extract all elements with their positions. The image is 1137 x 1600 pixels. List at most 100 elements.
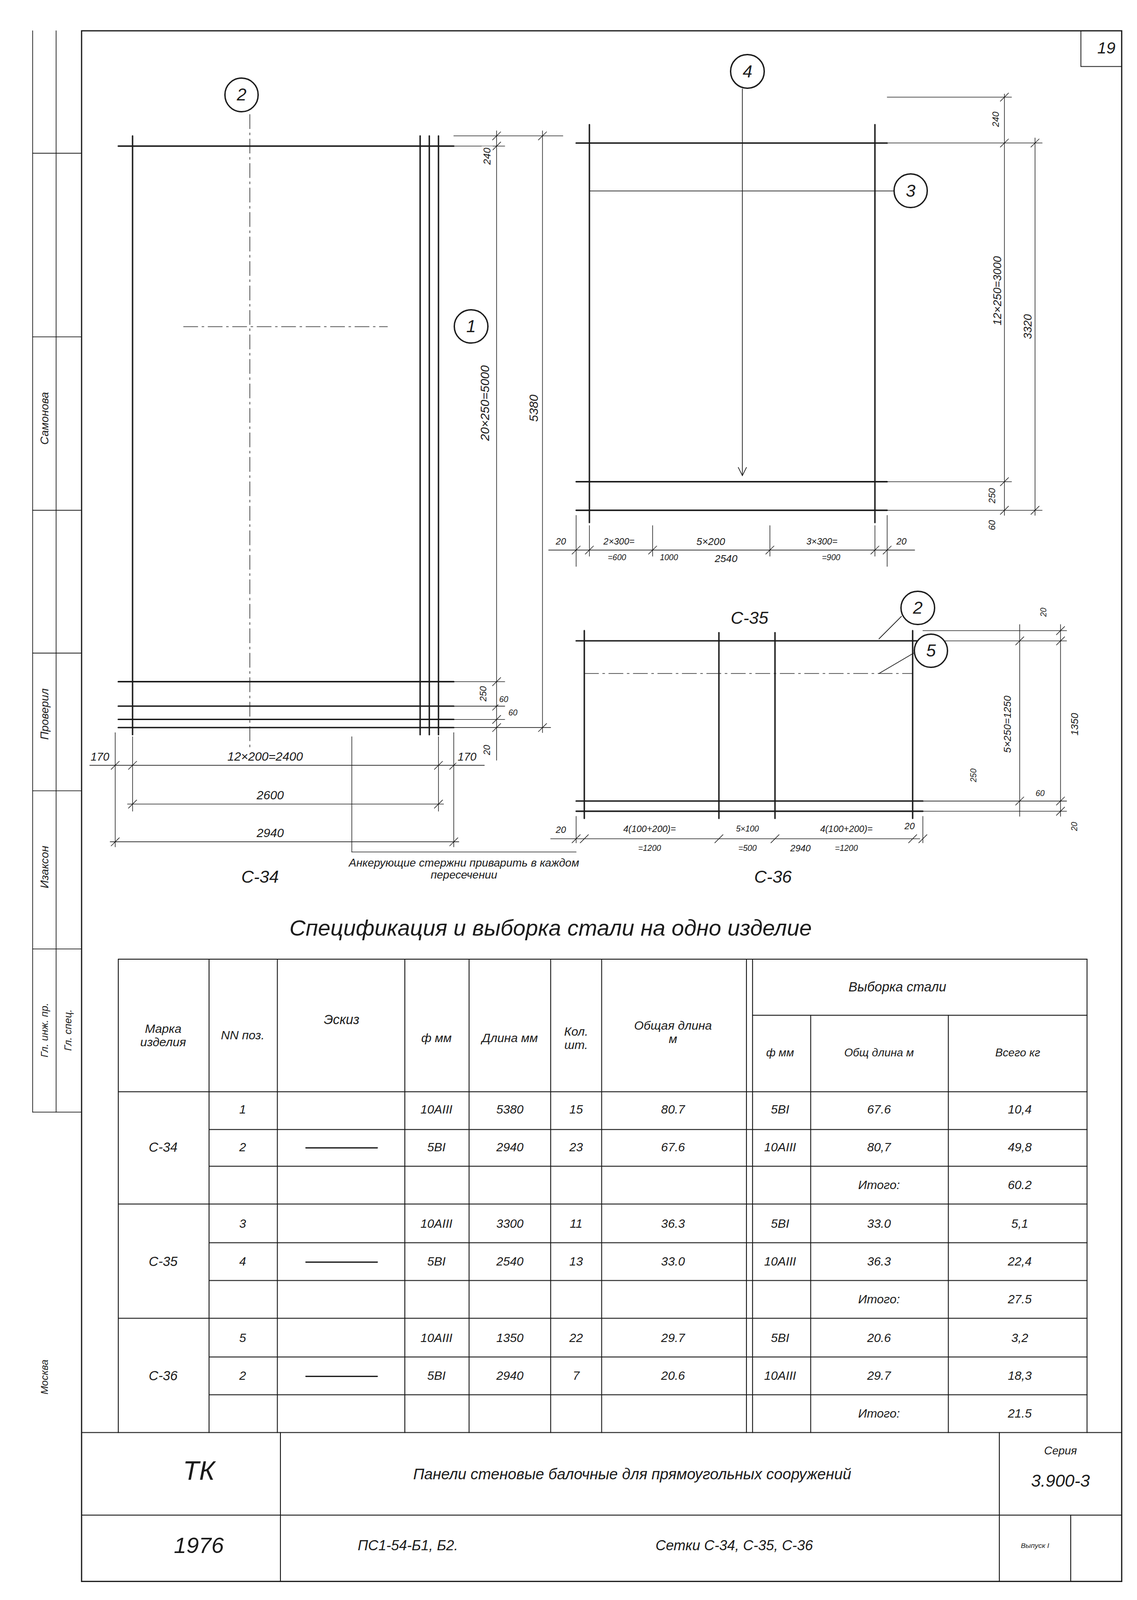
dimension-text: 5×250=1250 xyxy=(1002,693,1014,754)
table-cell: С-35 xyxy=(147,1253,179,1269)
table-header: Длина мм xyxy=(475,1031,544,1045)
mesh-mark: С-36 xyxy=(752,867,794,887)
dimension-text: 170 xyxy=(456,750,479,764)
table-cell: 1 xyxy=(238,1102,248,1117)
dimension-text: =1200 xyxy=(833,844,860,853)
dimension-text: 20 xyxy=(903,821,916,832)
table-cell: 5ВI xyxy=(769,1331,791,1345)
table-cell: 49,8 xyxy=(1006,1140,1033,1155)
callout-circle: 4 xyxy=(729,53,765,89)
table-cell: 5ВI xyxy=(425,1369,448,1383)
table-cell: 2940 xyxy=(495,1140,525,1155)
dimension-text: 60 xyxy=(987,518,998,532)
dimension-text: =1200 xyxy=(636,844,663,853)
callout-number: 2 xyxy=(912,597,923,618)
sheet-number: 19 xyxy=(1096,39,1117,58)
table-cell: 1350 xyxy=(495,1331,525,1345)
table-cell: 7 xyxy=(571,1369,582,1383)
dimension-text: 250 xyxy=(987,486,998,505)
table-cell: 11 xyxy=(568,1217,584,1231)
dimension-text: 2940 xyxy=(788,843,812,854)
callout-circle: 2 xyxy=(224,77,259,112)
table-cell: 20.6 xyxy=(659,1369,687,1383)
dimension-text: 20 xyxy=(554,536,568,547)
dimension-text: 250 xyxy=(969,766,979,784)
table-cell: 5ВI xyxy=(425,1254,448,1269)
table-cell: 2540 xyxy=(495,1254,525,1269)
dimension-text: 60 xyxy=(1034,788,1047,798)
dimension-text: 4(100+200)= xyxy=(622,823,678,834)
stamp-text: Гл. инж. пр. xyxy=(39,1001,51,1059)
dimension-text: 20 xyxy=(554,825,568,836)
dimension-text: 20 xyxy=(482,742,493,756)
stamp-text: Изаксон xyxy=(38,844,52,890)
table-header: Выборка стали xyxy=(847,979,948,995)
table-cell: 4 xyxy=(238,1254,248,1269)
dimension-text: 60 xyxy=(497,694,510,704)
table-cell: 36.3 xyxy=(865,1254,893,1269)
dimension-text: =600 xyxy=(606,553,628,562)
table-heading: Спецификация и выборка стали на одно изд… xyxy=(288,915,814,941)
table-cell: 80,7 xyxy=(865,1140,893,1155)
dimension-text: 250 xyxy=(478,684,489,703)
table-cell: 5ВI xyxy=(769,1102,791,1117)
dimension-text: 2600 xyxy=(255,788,286,803)
table-header: NN поз. xyxy=(212,1028,273,1042)
table-header: Общ длина м xyxy=(826,1046,932,1059)
callout-number: 5 xyxy=(926,640,936,661)
dimension-text: 240 xyxy=(481,145,493,166)
table-header: Марка изделия xyxy=(120,1021,207,1049)
title-block-text: Сетки С-34, С-35, С-36 xyxy=(654,1537,815,1553)
table-cell: 27.5 xyxy=(1006,1292,1033,1306)
table-cell: 67.6 xyxy=(659,1140,687,1155)
dimension-text: 5×200 xyxy=(694,536,727,548)
table-header: Кол. шт. xyxy=(552,1024,600,1052)
title-block-text: Серия xyxy=(1042,1443,1079,1457)
table-cell: 10,4 xyxy=(1006,1102,1033,1117)
stamp-text: Самонова xyxy=(38,390,52,446)
dimension-text: =500 xyxy=(736,844,758,853)
table-cell: 10АIII xyxy=(419,1102,454,1117)
title-block-text: 1976 xyxy=(172,1532,226,1558)
table-cell: С-34 xyxy=(147,1139,179,1155)
title-block-text: Панели стеновые балочные для прямоугольн… xyxy=(325,1464,940,1482)
table-cell: 10АIII xyxy=(762,1254,798,1269)
callout-number: 2 xyxy=(236,84,247,105)
table-cell: Итого: xyxy=(856,1406,902,1420)
dimension-text: =900 xyxy=(820,553,842,562)
title-block-text: ТК xyxy=(181,1455,216,1485)
table-cell: 2940 xyxy=(495,1369,525,1383)
callout-number: 3 xyxy=(905,180,916,201)
stamp-text: Гл. спец. xyxy=(62,1007,74,1052)
table-cell: 2 xyxy=(238,1140,248,1155)
table-cell: 5 xyxy=(238,1331,248,1345)
table-cell: 60.2 xyxy=(1006,1177,1033,1192)
table-cell: 18,3 xyxy=(1006,1369,1033,1383)
dimension-text: 20×250=5000 xyxy=(478,363,492,443)
dimension-text: 1000 xyxy=(658,553,680,562)
table-cell: 10АIII xyxy=(762,1140,798,1155)
dimension-text: 20 xyxy=(1039,606,1049,619)
mesh-mark: С-35 xyxy=(729,608,770,628)
stamp-text: Проверил xyxy=(38,686,52,741)
dimension-text: 1350 xyxy=(1069,711,1081,737)
table-cell: Итого: xyxy=(856,1292,902,1306)
table-cell: 22,4 xyxy=(1006,1254,1033,1269)
callout-circle: 2 xyxy=(900,590,935,625)
dimension-text: 12×200=2400 xyxy=(226,749,305,764)
table-cell: 80.7 xyxy=(659,1102,687,1117)
title-block-text: Выпуск I xyxy=(1019,1540,1051,1549)
table-cell: 13 xyxy=(567,1254,585,1269)
table-cell: 10АIII xyxy=(762,1369,798,1383)
table-cell: Итого: xyxy=(856,1177,902,1192)
dimension-text: 5×100 xyxy=(734,824,761,834)
table-cell: 5ВI xyxy=(769,1217,791,1231)
table-header: ф мм xyxy=(758,1046,803,1059)
table-cell: С-36 xyxy=(147,1368,179,1383)
dimension-text: 20 xyxy=(894,536,908,547)
table-header: Эскиз xyxy=(322,1012,361,1028)
dimension-text: 5380 xyxy=(527,392,542,423)
note-text: Анкерующие стержни приварить в каждом пе… xyxy=(345,856,583,882)
table-cell: 29.7 xyxy=(659,1331,687,1345)
stamp-text: Москва xyxy=(39,1358,51,1396)
